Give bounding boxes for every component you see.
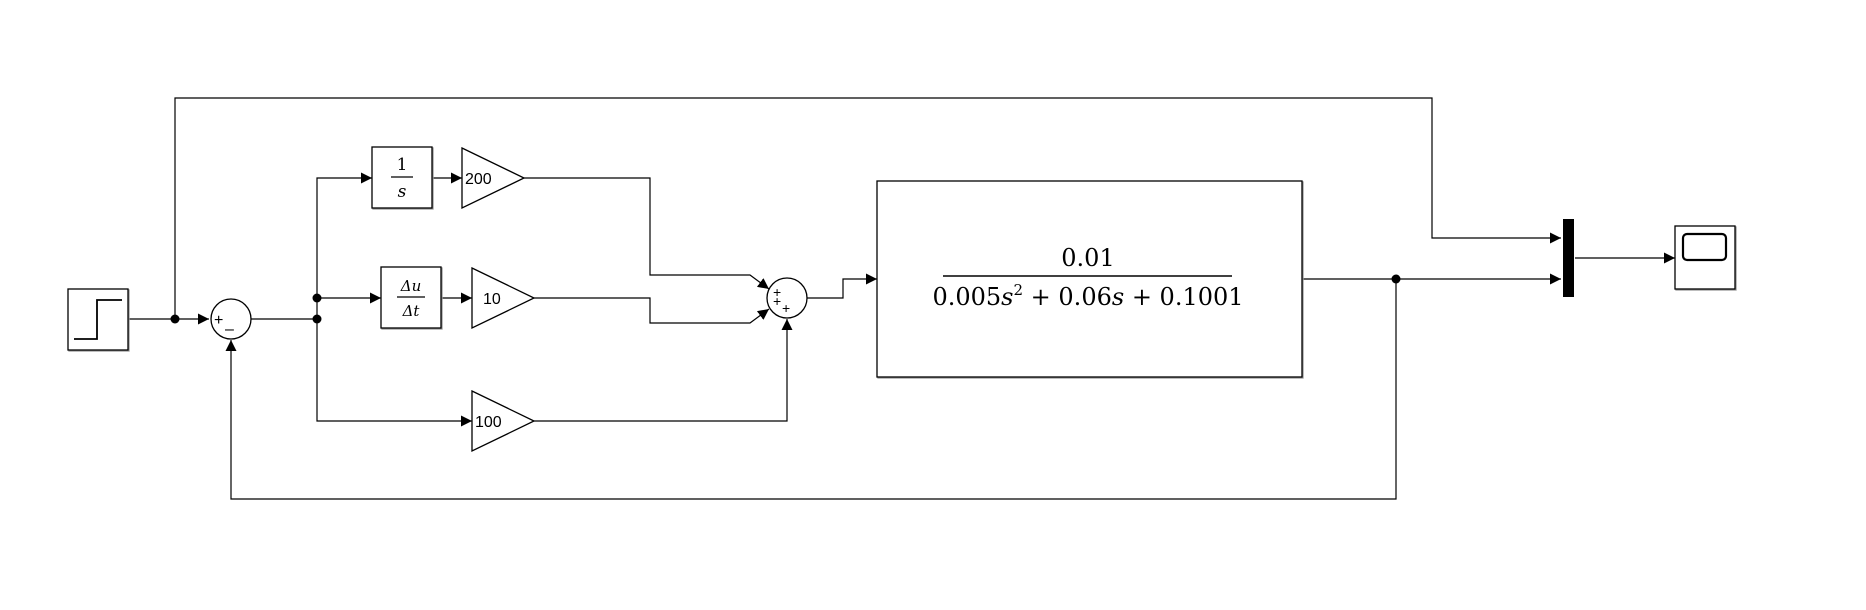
derivative-numerator: Δu: [400, 277, 422, 295]
error-sum-minus-sign: –: [225, 321, 234, 338]
derivative-denominator: Δt: [402, 302, 421, 320]
pid-sum-block[interactable]: + + +: [766, 277, 808, 319]
branch-point-reference: [170, 314, 180, 324]
branch-point-error-upper: [312, 293, 322, 303]
error-sum-plus-sign: +: [214, 312, 223, 329]
scope-block[interactable]: [1674, 225, 1736, 290]
pid-sum-sign-mid: +: [773, 293, 781, 309]
plant-denominator: 0.005s2 + 0.06s + 0.1001: [932, 281, 1243, 311]
wire-gain100-to-sum[interactable]: [534, 319, 793, 422]
pid-sum-sign-bottom: +: [782, 300, 790, 316]
error-sum-block[interactable]: + –: [210, 298, 252, 340]
wire-sum-to-plant[interactable]: [807, 273, 877, 299]
integrator-denominator: s: [398, 182, 407, 202]
gain-derivative-value: 10: [483, 291, 501, 308]
branch-point-error-lower: [312, 314, 322, 324]
derivative-block[interactable]: Δu Δt: [380, 266, 442, 329]
plant-numerator: 0.01: [1061, 244, 1114, 272]
wire-feedback[interactable]: [225, 279, 1397, 500]
integrator-numerator: 1: [397, 155, 408, 175]
gain-integral-block[interactable]: 200: [461, 146, 526, 210]
plant-transfer-function-block[interactable]: 0.01 0.005s2 + 0.06s + 0.1001: [876, 180, 1303, 378]
branch-points: [170, 274, 1401, 324]
wire-error-to-proportional[interactable]: [316, 319, 472, 427]
step-icon: [74, 299, 122, 340]
signal-lines: [108, 97, 1675, 500]
wire-reference-to-mux[interactable]: [174, 97, 1561, 319]
wire-error-to-integrator[interactable]: [316, 172, 372, 319]
branch-point-output: [1391, 274, 1401, 284]
pid-sum-sign-top: +: [773, 284, 781, 300]
wire-gain10-to-sum[interactable]: [534, 297, 770, 324]
gain-proportional-value: 100: [475, 414, 502, 431]
scope-icon: [1681, 232, 1728, 262]
step-block[interactable]: [67, 288, 129, 351]
gain-derivative-block[interactable]: 10: [471, 266, 536, 330]
wire-gain200-to-sum[interactable]: [524, 177, 770, 290]
gain-proportional-block[interactable]: 100: [471, 389, 536, 453]
mux-bar: [1563, 219, 1574, 297]
integrator-block[interactable]: 1 s: [371, 146, 433, 209]
mux-block[interactable]: [1563, 219, 1574, 297]
gain-integral-value: 200: [465, 171, 492, 188]
